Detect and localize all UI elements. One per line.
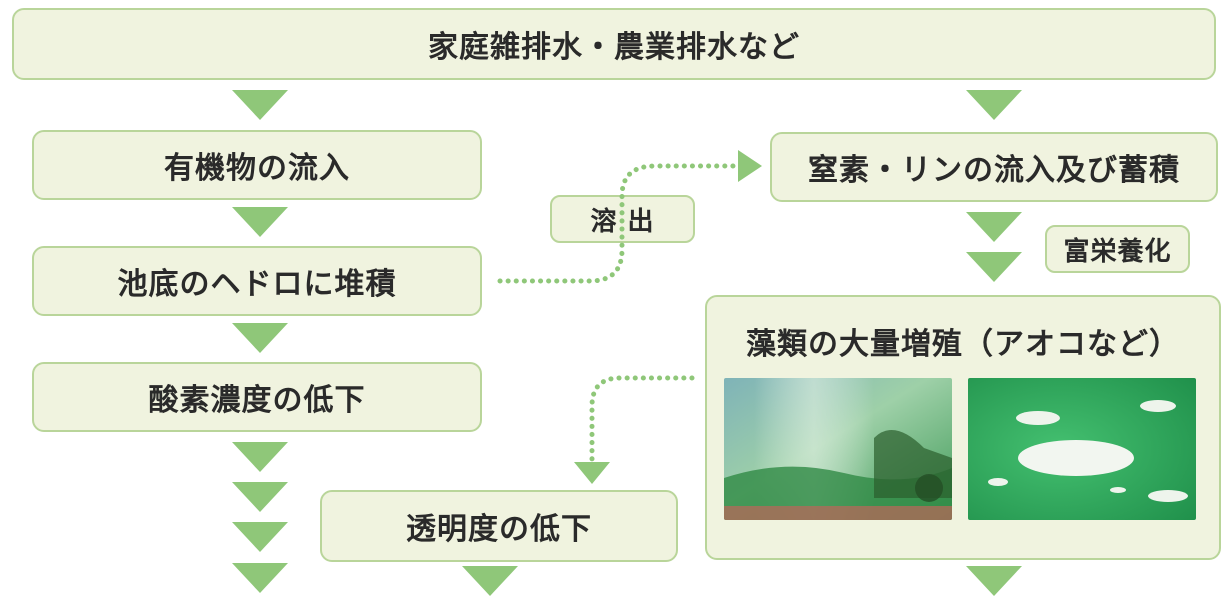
top-source-box: 家庭雑排水・農業排水など — [12, 8, 1216, 80]
arrow-down-icon — [232, 482, 288, 512]
organic-inflow-box: 有機物の流入 — [32, 130, 482, 200]
arrow-down-icon — [574, 462, 610, 484]
arrow-down-icon — [232, 563, 288, 593]
sludge-label: 池底のヘドロに堆積 — [117, 267, 397, 302]
transparency-decrease-label: 透明度の低下 — [406, 512, 592, 547]
sludge-box: 池底のヘドロに堆積 — [32, 246, 482, 316]
organic-inflow-label: 有機物の流入 — [164, 151, 350, 186]
arrow-down-icon — [232, 522, 288, 552]
arrow-right-icon — [738, 150, 762, 182]
algae-to-transparency-line — [589, 375, 695, 463]
arrow-down-icon — [232, 442, 288, 472]
arrow-down-icon — [966, 212, 1022, 242]
arrow-down-icon — [232, 90, 288, 120]
algae-bloom-label: 藻類の大量増殖（アオコなど） — [746, 327, 1180, 362]
transparency-decrease-box: 透明度の低下 — [320, 490, 678, 562]
arrow-down-icon — [966, 252, 1022, 282]
arrow-down-icon — [966, 566, 1022, 596]
algae-photo-left — [724, 378, 952, 520]
arrow-down-icon — [232, 323, 288, 353]
arrow-down-icon — [462, 566, 518, 596]
oxygen-decrease-box: 酸素濃度の低下 — [32, 362, 482, 432]
algae-photo-right — [968, 378, 1196, 520]
top-source-label: 家庭雑排水・農業排水など — [428, 30, 800, 65]
elution-connector-line — [497, 163, 741, 284]
arrow-down-icon — [966, 90, 1022, 120]
oxygen-decrease-label: 酸素濃度の低下 — [148, 383, 366, 418]
eutrophication-label: 富栄養化 — [1063, 236, 1172, 267]
eutrophication-box: 富栄養化 — [1045, 225, 1190, 273]
arrow-down-icon — [232, 207, 288, 237]
nutrient-inflow-label: 窒素・リンの流入及び蓄積 — [808, 153, 1180, 188]
nutrient-inflow-box: 窒素・リンの流入及び蓄積 — [770, 132, 1218, 202]
